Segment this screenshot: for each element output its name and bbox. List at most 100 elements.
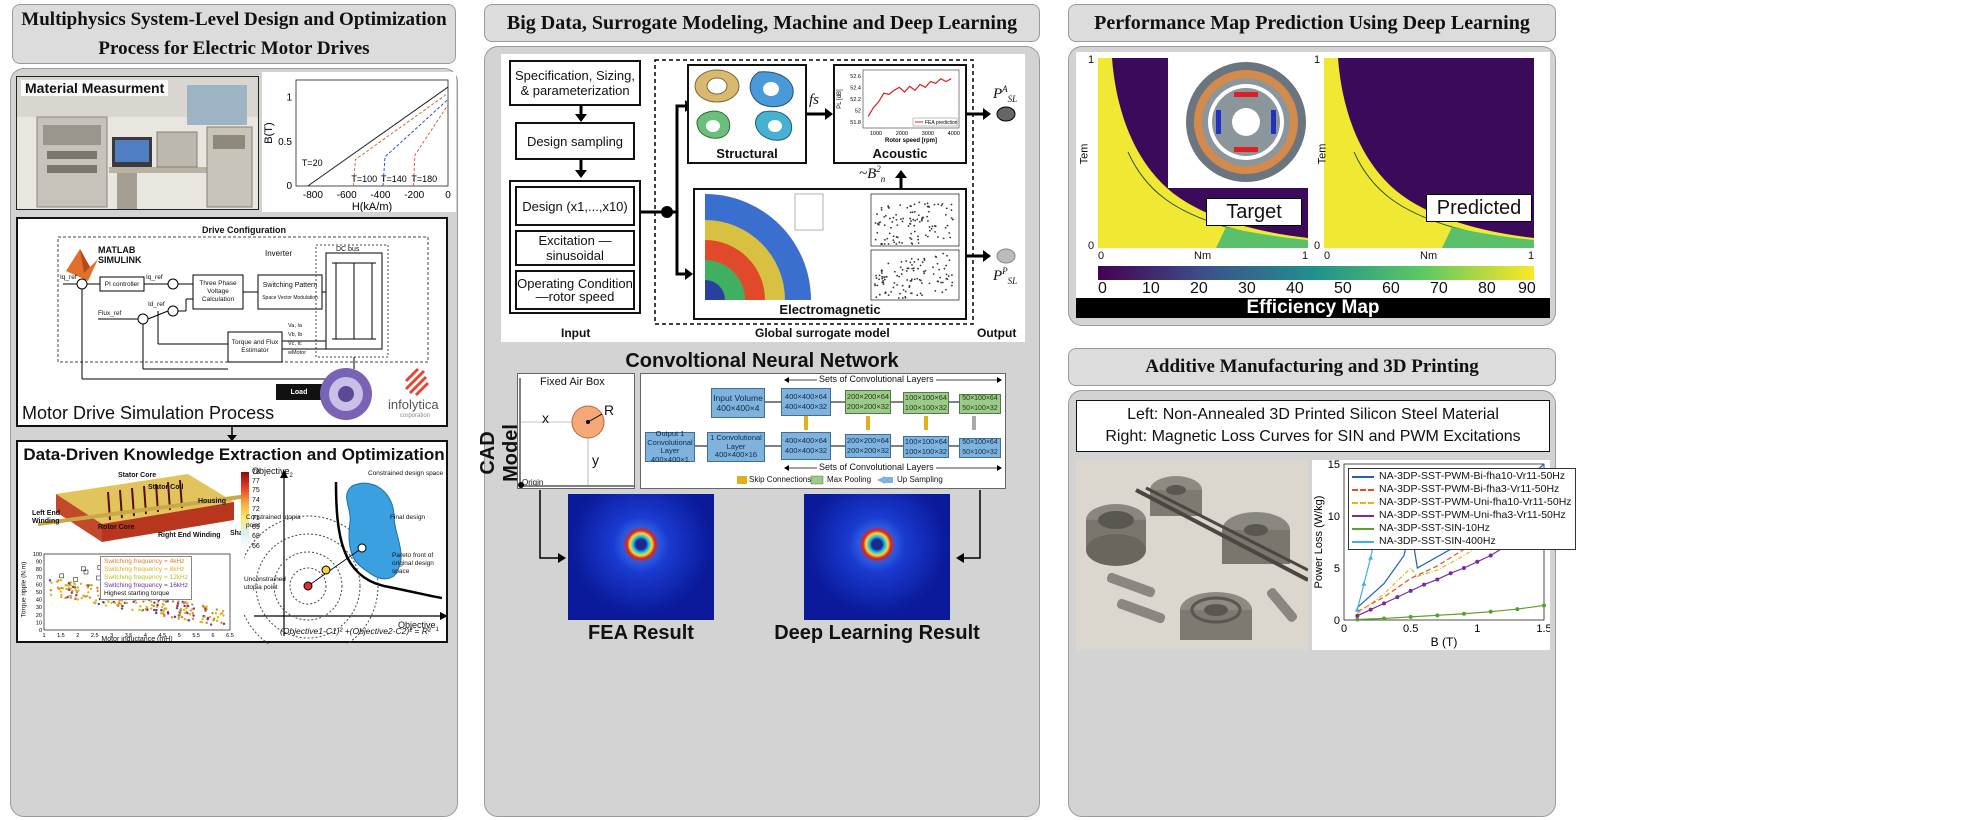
performance-maps-svg xyxy=(1076,58,1550,318)
loss-series-marker xyxy=(1462,611,1466,616)
loss-series-marker xyxy=(1382,616,1386,621)
drive-block-diagram xyxy=(57,236,430,420)
em-scatter-dot xyxy=(950,203,953,206)
scatter-legend-4khz: Switching frequency = 4kHz xyxy=(104,558,185,565)
scatter-point xyxy=(74,597,77,600)
em-scatter-dot xyxy=(883,276,885,279)
em-scatter-dot xyxy=(937,203,940,206)
bh-series-label: T=140 xyxy=(381,174,407,184)
em-scatter-dot xyxy=(904,290,907,293)
loss-series-marker xyxy=(1435,613,1440,618)
middle-column-header: Big Data, Surrogate Modeling, Machine an… xyxy=(484,4,1040,42)
em-scatter-dot xyxy=(889,217,891,220)
infolytica-sub-label: corporation xyxy=(400,413,431,419)
em-scatter-dot xyxy=(946,278,949,281)
loss-series-marker xyxy=(1408,614,1413,619)
eff-tick: 10 xyxy=(1142,280,1160,297)
scatter-y-tick: 10 xyxy=(36,620,42,626)
acoustic-x-tick: 3000 xyxy=(922,131,934,137)
loss-legend-swatch xyxy=(1352,475,1374,478)
operating-condition-box: Operating Condition —rotor speed xyxy=(515,270,635,310)
scatter-point xyxy=(191,612,194,615)
em-scatter-dot xyxy=(917,238,920,241)
electromagnetic-label: Electromagnetic xyxy=(779,302,881,317)
scatter-point xyxy=(119,603,123,606)
bh-x-tick: -200 xyxy=(404,190,424,201)
iq-label: Iq_ref xyxy=(146,274,163,281)
scatter-point xyxy=(208,615,212,619)
em-scatter-dot xyxy=(912,267,915,270)
em-scatter-dot xyxy=(905,270,908,272)
em-scatter-dot xyxy=(874,284,876,287)
thermal-colorbar-ticks: 78 77 75 74 72 71 69 68 66 xyxy=(252,468,260,551)
right-bottom-header: Additive Manufacturing and 3D Printing xyxy=(1068,348,1556,386)
opt-constrained-space: Constrained design space xyxy=(368,470,444,477)
loss-legend-entry: NA-3DP-SST-SIN-400Hz xyxy=(1352,535,1572,548)
scatter-point xyxy=(72,581,76,585)
drive-config-title: Drive Configuration xyxy=(202,225,287,235)
left-title-line1: Multiphysics System-Level Design and Opt… xyxy=(21,9,447,30)
em-scatter-dot xyxy=(891,221,894,223)
em-scatter-dot xyxy=(900,260,903,263)
em-scatter-dot xyxy=(939,276,942,279)
scatter-legend-16khz: Switching frequency = 16kHz xyxy=(104,582,189,589)
loss-series-marker xyxy=(1435,577,1440,582)
scatter-point xyxy=(97,602,101,606)
drive-simulation-box: Drive Configuration MATLAB SIMULINK Iq_r… xyxy=(16,217,448,427)
fea-result-image xyxy=(568,494,714,620)
em-scatter-dot xyxy=(927,210,930,213)
opt-x-axis-label: Objective1 xyxy=(398,620,439,633)
scatter-point xyxy=(132,600,135,603)
perf-one-left-x: 1 xyxy=(1302,250,1309,262)
scatter-point xyxy=(153,608,156,612)
loss-y-tick: 0 xyxy=(1334,615,1340,627)
acoustic-y-tick: 52 xyxy=(855,109,861,115)
scatter-point xyxy=(138,608,141,612)
scatter-point xyxy=(49,589,53,592)
perf-one-left-y: 1 xyxy=(1088,54,1095,66)
electromagnetic-box: Electromagnetic xyxy=(693,188,967,320)
loss-series-marker xyxy=(1355,613,1360,618)
scatter-point xyxy=(152,604,155,608)
em-scatter-dot xyxy=(951,218,954,221)
scatter-legend: Switching frequency = 4kHz Switching fre… xyxy=(100,556,193,600)
cnn-bottom-block-4: 50×100×64 50×100×32 xyxy=(959,438,1001,458)
switching-pattern-block: Switching Pattern xyxy=(262,281,318,289)
em-scatter-dot xyxy=(909,237,912,239)
output-label: Output xyxy=(977,326,1017,340)
loss-series-line xyxy=(1357,604,1545,621)
loss-legend-entry: NA-3DP-SST-PWM-Uni-fha10-Vr11-50Hz xyxy=(1352,496,1572,509)
scatter-x-tick: 5 xyxy=(178,633,181,639)
scatter-point xyxy=(79,582,83,585)
scatter-point xyxy=(71,589,74,593)
scatter-x-tick: 6 xyxy=(212,633,215,639)
loss-legend-swatch xyxy=(1352,488,1374,491)
em-scatter-dot xyxy=(887,243,890,245)
scatter-point xyxy=(170,616,174,619)
scatter-highest-marker xyxy=(81,566,86,572)
scatter-point xyxy=(201,617,204,621)
scatter-point xyxy=(113,601,117,605)
loss-legend-label: NA-3DP-SST-PWM-Uni-fha10-Vr11-50Hz xyxy=(1379,496,1572,508)
scatter-y-tick: 100 xyxy=(33,552,42,558)
acoustic-series-line xyxy=(867,77,952,117)
perf-one-right-x: 1 xyxy=(1528,250,1535,262)
scatter-point xyxy=(188,613,192,616)
eff-tick: 40 xyxy=(1286,280,1304,297)
fea-result-label: FEA Result xyxy=(588,622,694,644)
structural-label: Structural xyxy=(716,146,778,161)
perf-zero-right-x: 0 xyxy=(1324,250,1331,262)
scatter-point xyxy=(49,593,53,597)
scatter-point xyxy=(121,604,124,608)
em-scatter-dot xyxy=(902,217,905,220)
bh-series-line xyxy=(307,86,449,187)
scatter-point xyxy=(185,607,188,610)
em-scatter-dot xyxy=(896,224,899,227)
acoustic-y-label: PL [dB] xyxy=(837,89,843,109)
left-column-header: Multiphysics System-Level Design and Opt… xyxy=(12,4,456,64)
scatter-point xyxy=(94,601,97,605)
colorbar-tick: 74 xyxy=(252,496,260,504)
em-scatter-dot xyxy=(928,229,931,232)
psla-label: PASL xyxy=(993,84,1018,104)
